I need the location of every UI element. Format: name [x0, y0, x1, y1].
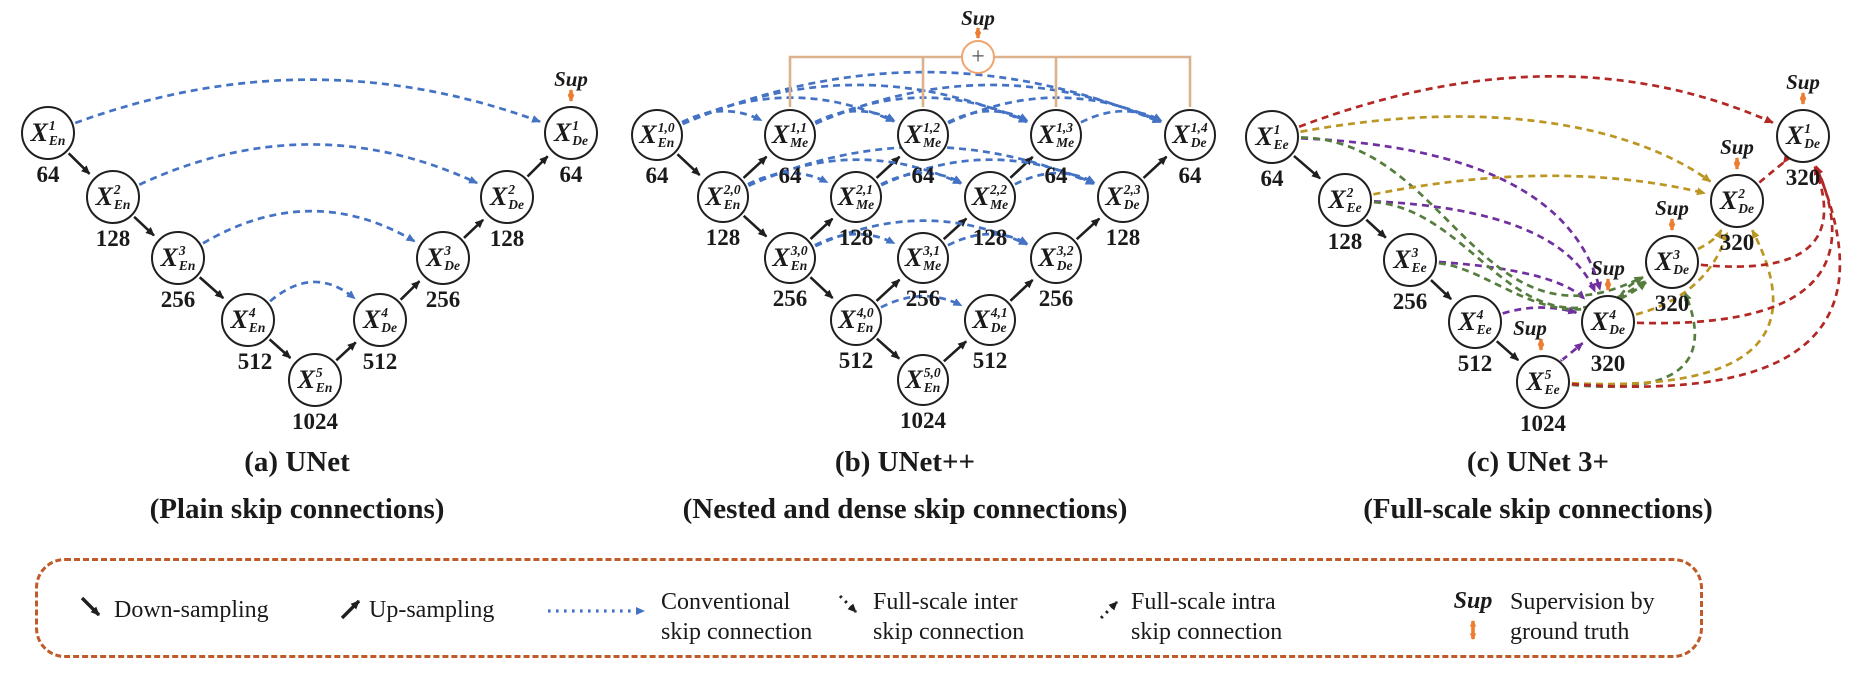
edge-b32-b23	[1075, 217, 1101, 241]
edge-a7-a8	[463, 218, 485, 239]
edge-c5-c6	[1560, 342, 1584, 362]
edge-b20-b21	[747, 171, 829, 186]
legend-label-line: skip connection	[873, 619, 1025, 645]
edge-b10-b13	[682, 83, 1028, 125]
edge-c1-c7	[1300, 136, 1644, 298]
edge-c7-c8	[1697, 229, 1723, 251]
edge-c3-c6	[1438, 260, 1586, 300]
edge-a3-a4	[198, 276, 225, 300]
edge-c6-c8	[1635, 231, 1729, 316]
sup-label: Sup	[1453, 588, 1493, 614]
edge-c5-c8	[1571, 229, 1775, 386]
legend-label-down-sampling: Down-sampling	[114, 597, 269, 623]
edge-c1-c8	[1300, 115, 1712, 183]
edge-b13-b14	[1080, 109, 1163, 124]
legend-label-line: Full-scale intra	[1131, 589, 1276, 615]
edge-b30-b21	[809, 217, 834, 240]
edge-b21-b22	[880, 171, 963, 186]
edge-b20-b11	[742, 155, 768, 179]
up-sampling-icon	[340, 599, 361, 620]
edge-c2-c3	[1365, 218, 1387, 239]
down-sampling-icon	[80, 596, 101, 617]
edge-b10-b20	[676, 153, 701, 177]
legend-label-line: ground truth	[1510, 619, 1630, 645]
edge-b23-b14	[1142, 155, 1168, 179]
caption-a-title: (a) UNet	[244, 446, 350, 478]
edge-a5-a6	[335, 341, 357, 362]
edge-b11-b14	[815, 83, 1162, 125]
legend-label-line: Supervision by	[1510, 589, 1655, 615]
edge-b22-b23	[1014, 171, 1096, 186]
edge-c3-c4	[1430, 279, 1453, 301]
edge-a1-a2	[67, 152, 91, 175]
legend-label-supervision: Supervision by ground truth	[1510, 587, 1655, 647]
edge-c5-c9	[1571, 165, 1842, 388]
edge-c8-c9	[1758, 153, 1792, 184]
caption-c-subtitle: (Full-scale skip connections)	[1363, 493, 1713, 525]
full-scale-intra-icon	[1099, 600, 1119, 620]
edge-a4-a5	[268, 338, 292, 359]
edge-c1-c2	[1293, 154, 1321, 180]
edge-b10-b11	[681, 109, 763, 124]
legend-label-up-sampling: Up-sampling	[369, 597, 495, 623]
legend-label-line: Conventional	[661, 589, 791, 615]
edge-a4-a6	[269, 280, 356, 303]
edge-b40-b50	[875, 337, 901, 360]
aggregation-bracket	[788, 55, 1192, 107]
edge-c2-c8	[1373, 174, 1706, 196]
conventional-skip-icon	[548, 607, 645, 615]
legend-label-full-scale-inter: Full-scale inter skip connection	[873, 587, 1024, 647]
full-scale-inter-icon	[838, 594, 858, 614]
legend-box: Down-sampling Up-sampling Conventional s…	[35, 558, 1703, 658]
edge-b10-b14	[682, 70, 1162, 126]
edge-c6-c7	[1619, 276, 1644, 297]
edge-a1-a9	[74, 78, 541, 125]
edge-a6-a7	[399, 280, 421, 301]
edge-c5-c7	[1571, 291, 1697, 389]
edge-b11-b12	[814, 109, 896, 124]
legend-label-line: skip connection	[1131, 619, 1283, 645]
edge-b50-b41	[942, 340, 968, 363]
edge-a8-a9	[526, 155, 549, 178]
legend-label-conventional-skip: Conventional skip connection	[661, 587, 812, 647]
edge-b41-b32	[1009, 278, 1034, 302]
edge-b20-b30	[742, 214, 768, 238]
legend-label-line: skip connection	[661, 619, 813, 645]
edge-c7-c9	[1700, 165, 1826, 268]
caption-b-subtitle: (Nested and dense skip connections)	[682, 493, 1128, 525]
supervision-legend-symbol: Sup	[1443, 587, 1503, 645]
edge-c2-c7	[1373, 200, 1646, 310]
edge-b20-b23	[748, 145, 1095, 187]
edge-b31-b32	[947, 232, 1029, 247]
edge-b30-b32	[814, 219, 1028, 248]
caption-a-subtitle: (Plain skip connections)	[149, 493, 445, 525]
supervision-arrow-icon	[1469, 620, 1477, 640]
edge-b30-b40	[809, 276, 834, 300]
caption-c-title: (c) UNet 3+	[1466, 446, 1610, 478]
edge-c6-c9	[1636, 165, 1834, 325]
edge-a2-a8	[138, 143, 479, 186]
legend-label-full-scale-intra: Full-scale intra skip connection	[1131, 587, 1282, 647]
legend-label-line: Full-scale inter	[873, 589, 1018, 615]
edge-a2-a3	[133, 215, 155, 237]
edge-c1-c9	[1298, 74, 1774, 128]
caption-b-title: (b) UNet++	[834, 446, 976, 478]
edge-b30-b31	[814, 232, 896, 247]
edge-c4-c6	[1502, 306, 1578, 315]
edge-b40-b41	[880, 294, 963, 309]
edge-c4-c5	[1495, 340, 1520, 362]
edge-b12-b13	[947, 109, 1029, 124]
edge-a3-a7	[202, 209, 416, 245]
edge-b21-b23	[880, 158, 1095, 187]
edge-b40-b31	[875, 278, 901, 302]
edge-c1-c6	[1300, 136, 1602, 291]
